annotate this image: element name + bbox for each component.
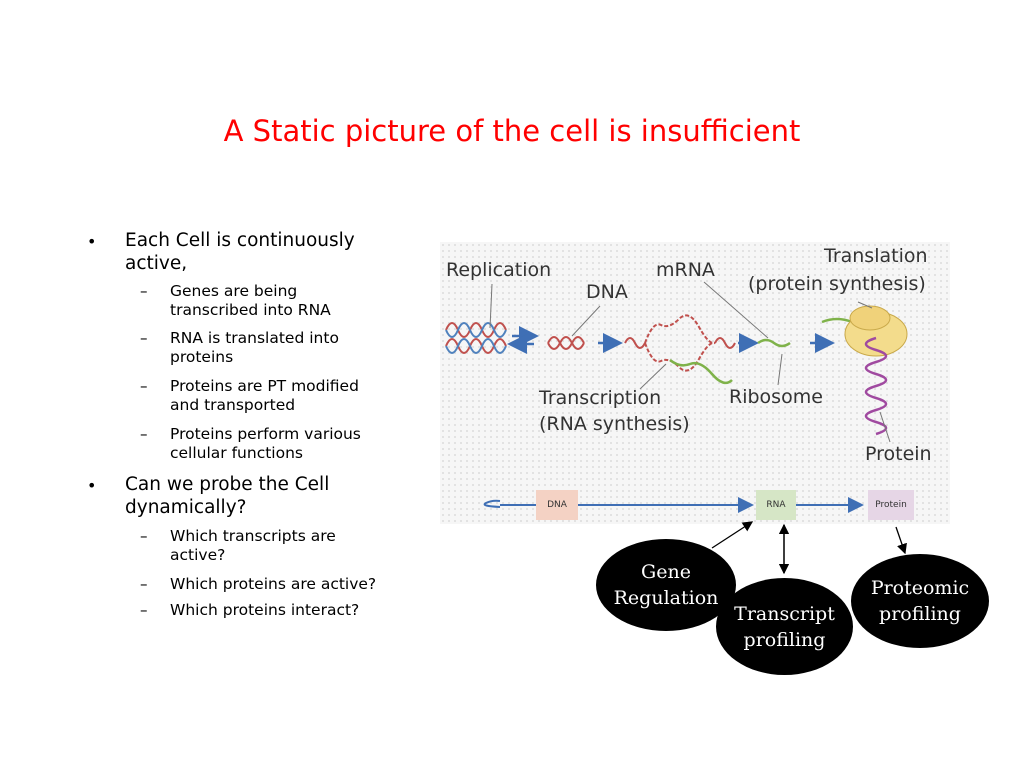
replication-arrows <box>507 326 539 354</box>
sub-2-1-line1: Which transcripts are <box>170 527 336 545</box>
protein-chain <box>864 336 888 436</box>
bullet-2-line1: Can we probe the Cell <box>125 474 330 495</box>
transcript-profiling-callout: Transcript profiling <box>716 578 853 675</box>
sub-1-3-line1: Proteins are PT modified <box>170 377 359 395</box>
sub-2-1-line2: active? <box>170 546 226 564</box>
sub-dash: – <box>140 282 148 300</box>
sub-dash: – <box>140 527 148 545</box>
proteomic-profiling-line2: profiling <box>879 603 961 625</box>
transcription-bubble <box>624 314 736 385</box>
gene-regulation-line1: Gene <box>641 561 691 583</box>
dna-label: DNA <box>586 281 628 303</box>
proteomic-profiling-line1: Proteomic <box>870 577 970 599</box>
sub-1-1-line2: transcribed into RNA <box>170 301 331 319</box>
flow-dna-box: DNA <box>536 490 578 520</box>
sub-1-3-line2: and transported <box>170 396 296 414</box>
protein-label: Protein <box>865 443 932 465</box>
diagram-graphics <box>445 281 908 513</box>
sub-2-3-line1: Which proteins interact? <box>170 601 360 619</box>
bullet-2-line2: dynamically? <box>125 497 247 518</box>
dna-helix <box>547 336 585 350</box>
transcription-sublabel: (RNA synthesis) <box>539 413 690 435</box>
sub-dash: – <box>140 329 148 347</box>
translation-sublabel: (protein synthesis) <box>748 273 926 295</box>
slide-title: A Static picture of the cell is insuffic… <box>223 114 801 148</box>
bullet-marker: • <box>87 476 97 495</box>
transcript-profiling-line2: profiling <box>743 628 826 651</box>
bullet-1-line1: Each Cell is continuously <box>125 230 355 251</box>
sub-1-4-line2: cellular functions <box>170 444 303 462</box>
dna-helix-replicating <box>445 322 507 354</box>
translation-label: Translation <box>824 245 928 267</box>
sub-dash: – <box>140 575 148 593</box>
sub-dash: – <box>140 601 148 619</box>
label-pointers <box>489 281 891 443</box>
transcription-label: Transcription <box>539 387 662 409</box>
flow-rna-box: RNA <box>756 490 796 520</box>
sub-1-1-line1: Genes are being <box>170 282 298 300</box>
sub-dash: – <box>140 425 148 443</box>
sub-dash: – <box>140 377 148 395</box>
gene-regulation-line2: Regulation <box>613 587 719 609</box>
sub-1-4-line1: Proteins perform various <box>170 425 361 443</box>
sub-1-2-line2: proteins <box>170 348 234 366</box>
ribosome <box>821 305 908 357</box>
central-dogma-diagram: Replication DNA mRNA Translation (protei… <box>440 242 950 524</box>
sub-2-2-line1: Which proteins are active? <box>170 575 377 593</box>
transcript-profiling-line1: Transcript <box>734 602 835 625</box>
flow-bar <box>483 497 864 513</box>
ribosome-label: Ribosome <box>729 386 823 408</box>
gene-regulation-callout: Gene Regulation <box>596 539 736 631</box>
mrna-label: mRNA <box>656 259 715 281</box>
replication-label: Replication <box>446 259 552 281</box>
sub-1-2-line1: RNA is translated into <box>170 329 339 347</box>
flow-protein-box: Protein <box>868 490 914 520</box>
mrna-strand <box>757 338 791 348</box>
proteomic-profiling-callout: Proteomic profiling <box>851 554 989 648</box>
bullet-1-line2: active, <box>125 253 188 274</box>
bullet-marker: • <box>87 232 97 251</box>
